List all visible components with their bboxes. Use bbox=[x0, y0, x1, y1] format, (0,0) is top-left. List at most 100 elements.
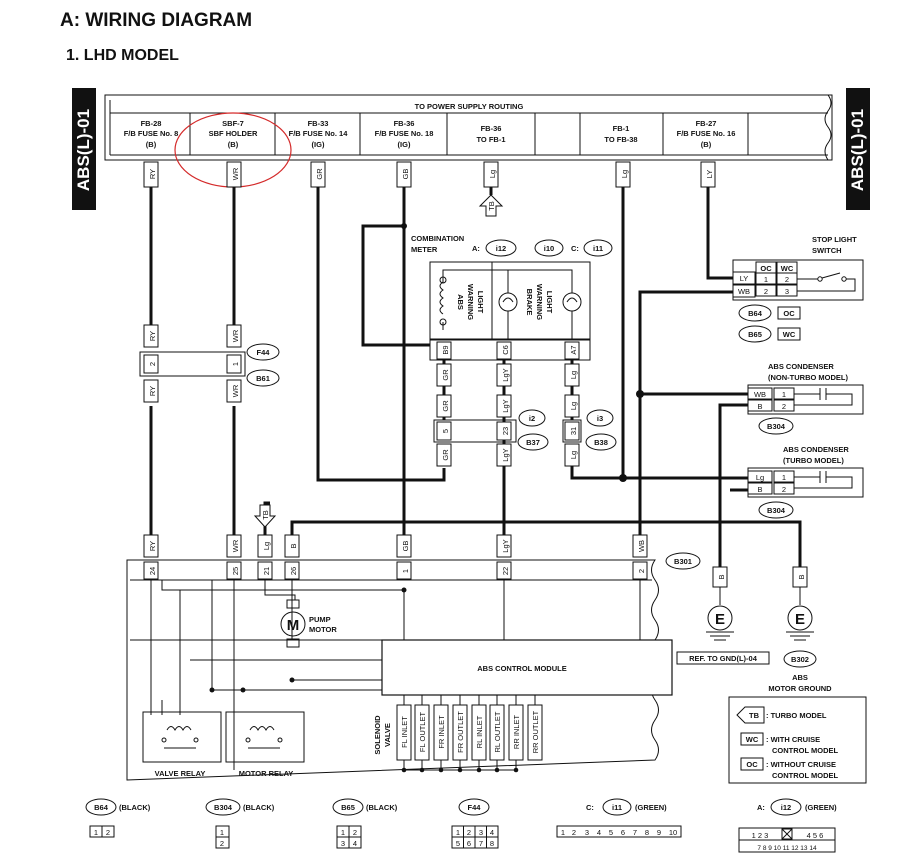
svg-text:(B): (B) bbox=[701, 140, 712, 149]
svg-text:VALVE: VALVE bbox=[383, 723, 392, 747]
svg-text:4: 4 bbox=[490, 828, 494, 837]
svg-text:26: 26 bbox=[289, 567, 298, 575]
svg-text:B302: B302 bbox=[791, 655, 809, 664]
svg-text:MOTOR GROUND: MOTOR GROUND bbox=[768, 684, 832, 693]
svg-text:GB: GB bbox=[401, 169, 410, 180]
svg-text:C:: C: bbox=[586, 803, 594, 812]
svg-text:F/B FUSE No. 8: F/B FUSE No. 8 bbox=[124, 129, 179, 138]
svg-text:E: E bbox=[795, 611, 805, 628]
tb-arrow-top: TB bbox=[478, 194, 504, 217]
side-tab-right: ABS(L)-01 bbox=[846, 88, 870, 210]
svg-text:4 5 6: 4 5 6 bbox=[807, 831, 824, 840]
stop-light-switch: STOP LIGHT SWITCH OC WC LY WB 1 2 2 3 B6… bbox=[732, 235, 864, 343]
svg-text:Lg: Lg bbox=[569, 451, 578, 459]
svg-text:FB-27: FB-27 bbox=[696, 119, 717, 128]
svg-text:2: 2 bbox=[467, 828, 471, 837]
svg-text:LIGHT: LIGHT bbox=[545, 291, 554, 314]
svg-text:WB: WB bbox=[738, 287, 750, 296]
svg-text:B65: B65 bbox=[341, 803, 355, 812]
svg-text:WR: WR bbox=[231, 329, 240, 342]
connector-view-i11: C: i11 (GREEN) 1 2 3 4 5 6 7 8 9 10 bbox=[556, 798, 682, 838]
svg-text:F/B FUSE No. 14: F/B FUSE No. 14 bbox=[289, 129, 349, 138]
svg-text:6: 6 bbox=[467, 839, 471, 848]
svg-text:RL INLET: RL INLET bbox=[475, 715, 484, 748]
svg-text:FR INLET: FR INLET bbox=[437, 715, 446, 749]
svg-text:WR: WR bbox=[231, 384, 240, 397]
svg-text:FB-33: FB-33 bbox=[308, 119, 329, 128]
svg-text:A7: A7 bbox=[569, 345, 578, 354]
svg-text:FB-36: FB-36 bbox=[394, 119, 415, 128]
svg-text:6: 6 bbox=[621, 828, 625, 837]
svg-text:F/B FUSE No. 16: F/B FUSE No. 16 bbox=[677, 129, 736, 138]
svg-text:C6: C6 bbox=[501, 345, 510, 355]
svg-text:7: 7 bbox=[479, 839, 483, 848]
svg-text:ABS: ABS bbox=[792, 673, 808, 682]
svg-text:GR: GR bbox=[441, 449, 450, 461]
svg-text:Lg: Lg bbox=[569, 402, 578, 410]
svg-text:GB: GB bbox=[401, 541, 410, 552]
svg-text:1 2 3: 1 2 3 bbox=[752, 831, 769, 840]
svg-text:BRAKE: BRAKE bbox=[525, 289, 534, 316]
svg-text:8: 8 bbox=[645, 828, 649, 837]
svg-text:B: B bbox=[757, 485, 762, 494]
svg-text:7: 7 bbox=[633, 828, 637, 837]
svg-text:25: 25 bbox=[231, 567, 240, 575]
svg-text:3: 3 bbox=[785, 287, 789, 296]
svg-text:LgY: LgY bbox=[501, 448, 510, 461]
svg-text:WARNING: WARNING bbox=[535, 284, 544, 320]
svg-text:RY: RY bbox=[148, 169, 157, 179]
svg-text:GR: GR bbox=[441, 400, 450, 412]
abs-module-block: B301 24 25 21 26 1 22 2 M bbox=[126, 552, 701, 781]
svg-text:PUMP: PUMP bbox=[309, 615, 331, 624]
svg-text:WC: WC bbox=[746, 735, 759, 744]
svg-text:OC: OC bbox=[746, 760, 758, 769]
svg-text:LY: LY bbox=[740, 274, 749, 283]
svg-text:(BLACK): (BLACK) bbox=[119, 803, 151, 812]
svg-text:LgY: LgY bbox=[501, 368, 510, 381]
svg-text:CONTROL MODEL: CONTROL MODEL bbox=[772, 746, 839, 755]
svg-text:C:: C: bbox=[571, 244, 579, 253]
svg-text:1: 1 bbox=[341, 828, 345, 837]
svg-text:Lg: Lg bbox=[620, 170, 629, 178]
svg-text:B64: B64 bbox=[94, 803, 109, 812]
svg-text:Lg: Lg bbox=[488, 170, 497, 178]
svg-text:B304: B304 bbox=[214, 803, 233, 812]
svg-text:: WITH CRUISE: : WITH CRUISE bbox=[766, 735, 820, 744]
svg-text:VALVE RELAY: VALVE RELAY bbox=[155, 769, 206, 778]
svg-text:2: 2 bbox=[148, 362, 157, 366]
svg-text:21: 21 bbox=[262, 567, 271, 575]
svg-text:WC: WC bbox=[783, 330, 796, 339]
svg-text:(GREEN): (GREEN) bbox=[635, 803, 667, 812]
svg-text:2: 2 bbox=[637, 569, 646, 573]
svg-text:(GREEN): (GREEN) bbox=[805, 803, 837, 812]
svg-text:LIGHT: LIGHT bbox=[476, 291, 485, 314]
svg-text:B: B bbox=[757, 402, 762, 411]
svg-text:(B): (B) bbox=[146, 140, 157, 149]
svg-text:5: 5 bbox=[441, 429, 450, 433]
svg-text:FB-36: FB-36 bbox=[481, 124, 502, 133]
tb-arrow-module: TB bbox=[253, 504, 277, 528]
connector-view-i12: A: i12 (GREEN) 1 2 3 4 5 6 7 8 9 10 11 1… bbox=[738, 798, 837, 853]
svg-text:LgY: LgY bbox=[501, 399, 510, 412]
svg-text:1: 1 bbox=[782, 473, 786, 482]
svg-text:OC: OC bbox=[783, 309, 795, 318]
svg-text:Lg: Lg bbox=[569, 371, 578, 379]
fuse-fb36-18: FB-36 F/B FUSE No. 18 (IG) bbox=[375, 119, 434, 149]
svg-text:ABS: ABS bbox=[456, 294, 465, 310]
svg-text:31: 31 bbox=[569, 427, 578, 435]
svg-text:: WITHOUT CRUISE: : WITHOUT CRUISE bbox=[766, 760, 836, 769]
svg-text:WB: WB bbox=[637, 540, 646, 552]
svg-text:WR: WR bbox=[231, 167, 240, 180]
svg-text:8: 8 bbox=[490, 839, 494, 848]
svg-text:i11: i11 bbox=[612, 803, 622, 812]
svg-text:B301: B301 bbox=[674, 557, 692, 566]
svg-text:ABS(L)-01: ABS(L)-01 bbox=[74, 109, 93, 191]
svg-text:B304: B304 bbox=[767, 422, 786, 431]
svg-text:FL INLET: FL INLET bbox=[400, 716, 409, 748]
svg-text:B304: B304 bbox=[767, 506, 786, 515]
power-supply-box: TO POWER SUPPLY ROUTING FB-28 F/B FUSE N… bbox=[104, 94, 833, 161]
svg-text:1: 1 bbox=[231, 362, 240, 366]
connector-f44-b61: 2 1 F44 B61 bbox=[139, 343, 280, 387]
svg-text:3: 3 bbox=[341, 839, 345, 848]
svg-text:WC: WC bbox=[781, 264, 794, 273]
